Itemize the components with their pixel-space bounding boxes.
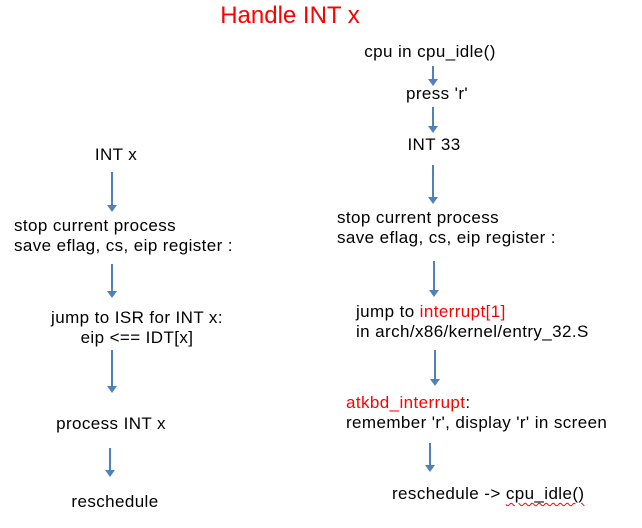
jump-target-highlight: interrupt[1] — [419, 302, 506, 321]
right-node-stop-process: stop current process save eflag, cs, eip… — [337, 208, 556, 248]
left-node-process-int: process INT x — [56, 414, 166, 433]
left-node-reschedule: reschedule — [71, 492, 159, 511]
arrow-down-icon — [111, 264, 113, 291]
text-line: jump to interrupt[1] — [356, 302, 589, 322]
arrow-down-icon — [434, 350, 436, 379]
arrow-down-icon — [429, 443, 431, 465]
page-title: Handle INT x — [220, 2, 360, 29]
right-node-jump-interrupt: jump to interrupt[1] in arch/x86/kernel/… — [356, 302, 589, 342]
text-line: save eflag, cs, eip register : — [337, 228, 556, 247]
handler-colon: : — [465, 393, 471, 412]
right-node-press-r: press 'r' — [405, 84, 469, 103]
right-node-cpu-idle: cpu in cpu_idle() — [364, 42, 496, 61]
arrow-down-icon — [432, 66, 434, 79]
text-line: stop current process — [337, 208, 500, 227]
arrow-down-icon — [111, 172, 113, 205]
handler-name-highlight: atkbd_interrupt — [346, 393, 466, 412]
text-line: atkbd_interrupt: — [346, 393, 607, 413]
text-line: eip <== IDT[x] — [80, 328, 194, 347]
arrow-down-icon — [109, 448, 111, 470]
text-line: stop current process — [14, 216, 177, 235]
left-node-jump-isr: jump to ISR for INT x: eip <== IDT[x] — [51, 308, 223, 348]
arrow-down-icon — [433, 261, 435, 290]
text-line: in arch/x86/kernel/entry_32.S — [356, 322, 589, 341]
jump-prefix: jump to — [356, 302, 420, 321]
arrow-down-icon — [111, 350, 113, 386]
text-line: remember 'r', display 'r' in screen — [346, 413, 608, 432]
reschedule-target-spellcheck: cpu_idle() — [505, 484, 585, 503]
right-node-atkbd-interrupt: atkbd_interrupt: remember 'r', display '… — [346, 393, 607, 433]
reschedule-prefix: reschedule -> — [392, 484, 506, 503]
right-node-int-33: INT 33 — [407, 135, 461, 154]
arrow-down-icon — [432, 107, 434, 126]
arrow-down-icon — [432, 165, 434, 197]
text-line: jump to ISR for INT x: — [51, 308, 223, 327]
right-node-reschedule: reschedule -> cpu_idle() — [392, 484, 584, 504]
left-node-int-x: INT x — [94, 145, 138, 164]
text-line: save eflag, cs, eip register : — [14, 236, 233, 255]
left-node-stop-process: stop current process save eflag, cs, eip… — [14, 216, 233, 256]
